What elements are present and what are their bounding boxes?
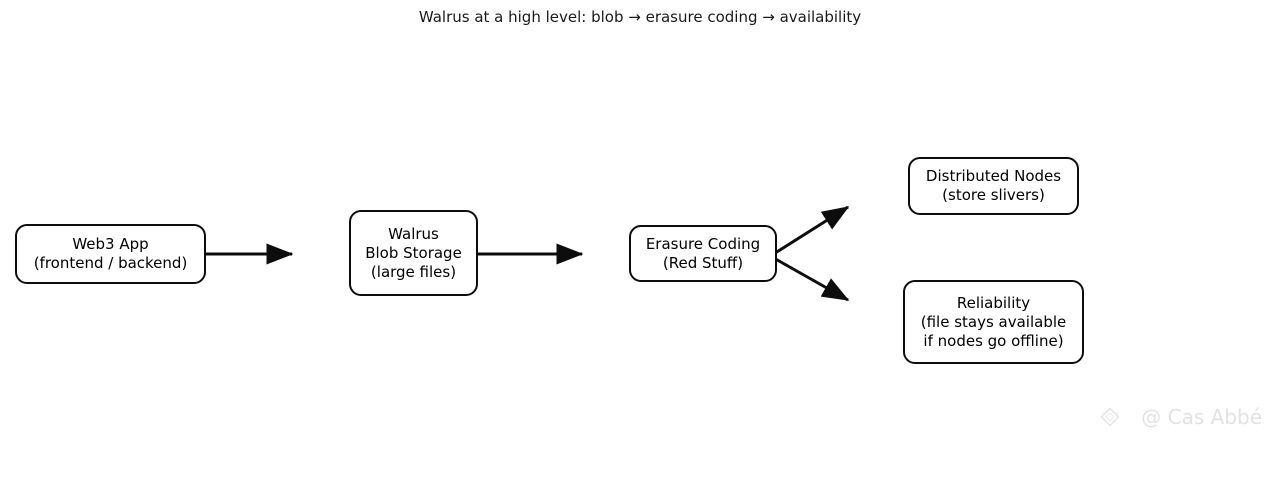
node-reliability[interactable]: Reliability (file stays available if nod… bbox=[903, 280, 1084, 364]
node-walrus-blob-storage[interactable]: Walrus Blob Storage (large files) bbox=[349, 210, 478, 296]
node-erasure-coding[interactable]: Erasure Coding (Red Stuff) bbox=[629, 225, 777, 282]
edge-erasure-coding-to-distributed-nodes bbox=[771, 205, 850, 257]
node-distributed-nodes[interactable]: Distributed Nodes (store slivers) bbox=[908, 157, 1079, 215]
node-distributed-nodes-label: Distributed Nodes (store slivers) bbox=[925, 167, 1062, 204]
watermark-handle: @ Cas Abbé bbox=[1141, 405, 1262, 429]
diagram-title: Walrus at a high level: blob → erasure c… bbox=[418, 8, 862, 26]
edge-erasure-coding-to-reliability bbox=[771, 255, 850, 302]
diamond-sparkle-icon bbox=[1097, 356, 1135, 478]
node-reliability-label: Reliability (file stays available if nod… bbox=[920, 293, 1067, 350]
node-web3-app[interactable]: Web3 App (frontend / backend) bbox=[15, 224, 206, 284]
node-web3-app-label: Web3 App (frontend / backend) bbox=[33, 235, 188, 272]
node-erasure-coding-label: Erasure Coding (Red Stuff) bbox=[645, 234, 761, 272]
watermark: @ Cas Abbé bbox=[1097, 356, 1262, 478]
node-walrus-blob-storage-label: Walrus Blob Storage (large files) bbox=[365, 224, 462, 281]
